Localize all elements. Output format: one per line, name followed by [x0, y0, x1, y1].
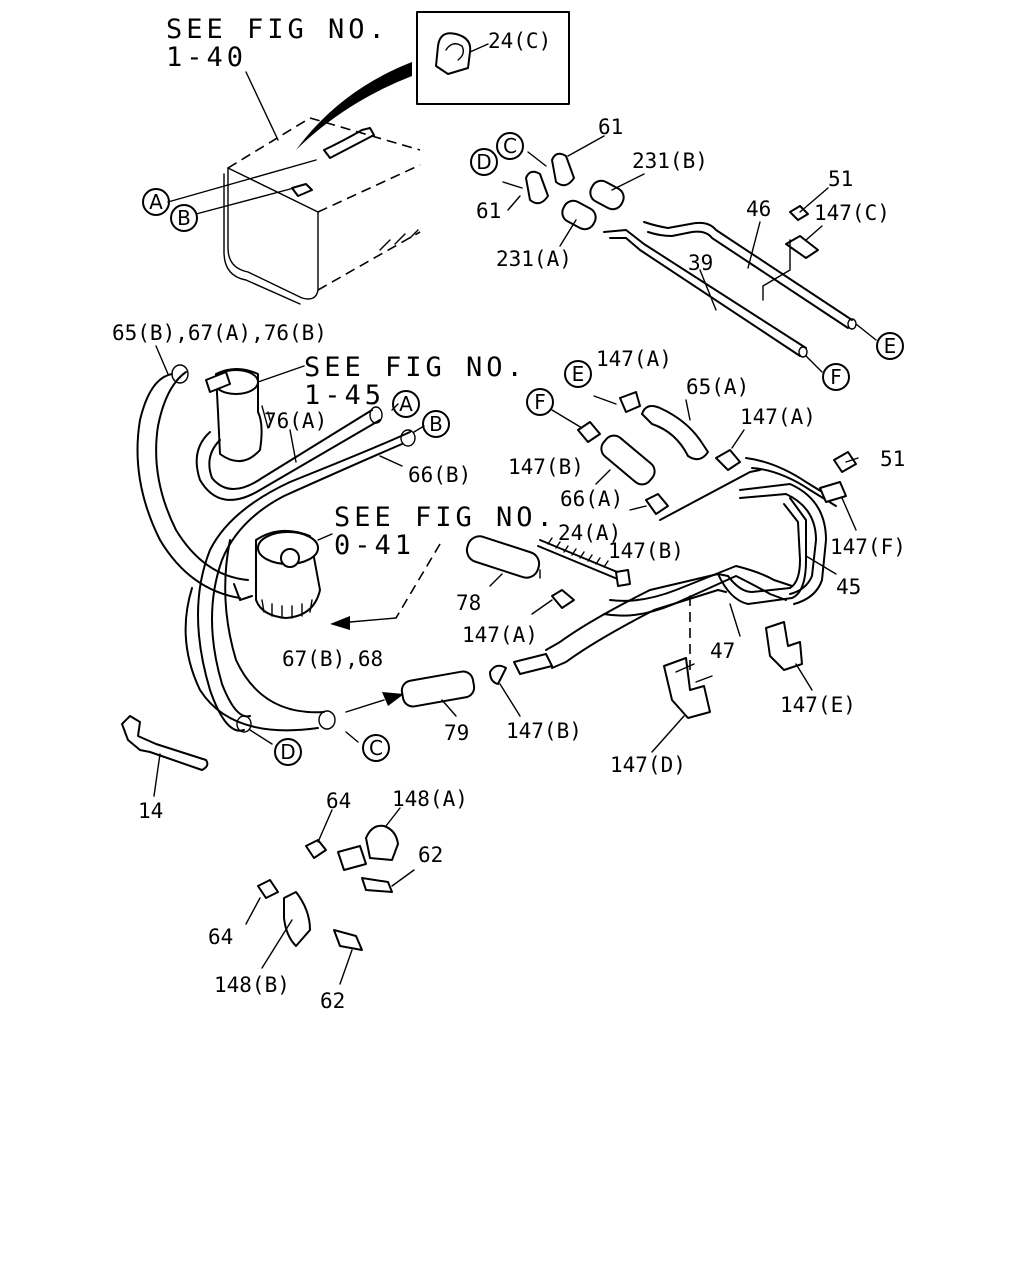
part-label: 147(B)	[506, 719, 582, 743]
reference-fig-0-41: SEE FIG NO. 0-41	[334, 502, 557, 561]
svg-text:A: A	[149, 190, 163, 214]
part-label: 67(B),68	[282, 647, 383, 671]
bracket-14	[121, 715, 209, 771]
detail-box-24c	[416, 11, 570, 105]
part-label: 65(A)	[686, 375, 749, 399]
fuel-tank	[223, 117, 421, 305]
connector-e-top: E	[876, 332, 904, 360]
part-label: 51	[828, 167, 853, 191]
connector-c-top: C	[496, 132, 524, 160]
reference-line-2: 0-41	[334, 530, 415, 561]
part-label: 51	[880, 447, 905, 471]
filter-1-45	[205, 368, 271, 462]
svg-text:A: A	[399, 392, 413, 416]
reference-line-1: SEE FIG NO.	[166, 14, 389, 45]
pointer-fan	[296, 62, 412, 150]
part-label: 79	[444, 721, 469, 745]
part-label: 62	[320, 989, 345, 1013]
connector-e-mid: E	[564, 360, 592, 388]
part-label: 147(F)	[830, 535, 906, 559]
svg-text:B: B	[177, 206, 191, 230]
connector-d-top: D	[470, 148, 498, 176]
part-label: 64	[326, 789, 351, 813]
reference-line-2: 1-40	[166, 42, 247, 73]
svg-text:F: F	[830, 365, 842, 389]
part-label: 147(A)	[596, 347, 672, 371]
svg-text:D: D	[476, 150, 491, 174]
part-label: 64	[208, 925, 233, 949]
part-label: 39	[688, 251, 713, 275]
hose-assembly-top	[525, 152, 857, 358]
connector-c-bottom: C	[362, 734, 390, 762]
reference-fig-1-40: SEE FIG NO. 1-40	[166, 14, 389, 73]
part-label: 231(A)	[496, 247, 572, 271]
connector-b-tank: B	[170, 204, 198, 232]
svg-text:C: C	[503, 134, 517, 158]
filter-0-41	[255, 529, 321, 619]
svg-text:F: F	[534, 390, 546, 414]
part-label: 24(C)	[488, 29, 551, 53]
svg-text:E: E	[572, 362, 585, 386]
connector-d-bottom: D	[274, 738, 302, 766]
reference-line-1: SEE FIG NO.	[304, 352, 527, 383]
part-label: 147(A)	[462, 623, 538, 647]
svg-text:B: B	[429, 412, 443, 436]
part-label: 231(B)	[632, 149, 708, 173]
reference-line-2: 1-45	[304, 380, 385, 411]
part-label: 147(C)	[814, 201, 890, 225]
middle-assembly	[400, 391, 857, 719]
reference-line-1: SEE FIG NO.	[334, 502, 557, 533]
svg-text:E: E	[884, 334, 897, 358]
connector-a-mid: A	[392, 390, 420, 418]
part-label: 147(E)	[780, 693, 856, 717]
part-label: 24(A)	[558, 521, 621, 545]
part-label: 61	[476, 199, 501, 223]
part-label: 61	[598, 115, 623, 139]
connector-f-top: F	[822, 363, 850, 391]
part-label: 148(B)	[214, 973, 290, 997]
part-label: 66(B)	[408, 463, 471, 487]
part-label: 147(B)	[608, 539, 684, 563]
reference-fig-1-45: SEE FIG NO. 1-45	[304, 352, 527, 411]
part-label: 148(A)	[392, 787, 468, 811]
part-label: 76(A)	[264, 409, 327, 433]
part-label: 66(A)	[560, 487, 623, 511]
clamp-set-b	[257, 879, 363, 951]
connector-b-mid: B	[422, 410, 450, 438]
part-label: 78	[456, 591, 481, 615]
clamp-set-a	[305, 824, 399, 893]
svg-text:C: C	[369, 736, 383, 760]
part-label: 62	[418, 843, 443, 867]
connector-f-mid: F	[526, 388, 554, 416]
part-label: 46	[746, 197, 771, 221]
part-label: 14	[138, 799, 163, 823]
part-label: 65(B),67(A),76(B)	[112, 321, 327, 345]
part-label: 47	[710, 639, 735, 663]
hoses-left	[136, 364, 416, 733]
part-label: 147(A)	[740, 405, 816, 429]
part-label: 147(D)	[610, 753, 686, 777]
svg-text:D: D	[280, 740, 295, 764]
part-label: 147(B)	[508, 455, 584, 479]
part-label: 45	[836, 575, 861, 599]
connector-a-tank: A	[142, 188, 170, 216]
